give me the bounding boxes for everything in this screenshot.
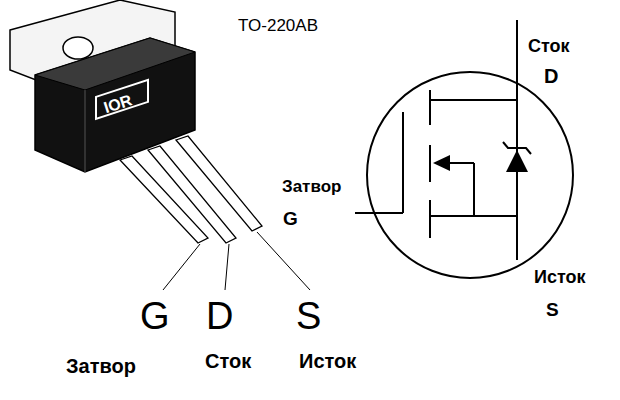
- terminal-name: Сток: [528, 37, 570, 55]
- logo-frame: [96, 80, 148, 119]
- gate-plate: [402, 112, 404, 213]
- source-lead: [176, 136, 262, 231]
- terminal-letter: G: [283, 209, 298, 228]
- leads: [120, 136, 262, 243]
- leader-lines: [163, 232, 310, 290]
- drain-source-wire: [516, 20, 518, 260]
- pin-letter: D: [206, 297, 233, 335]
- package-edge: [85, 90, 86, 172]
- pin-name: Исток: [299, 351, 356, 371]
- pin-name: Затвор: [66, 356, 136, 376]
- drain-connection: [430, 99, 517, 101]
- zener-triangle: [506, 150, 528, 172]
- channel-segment: [429, 145, 431, 182]
- pin-name: Сток: [205, 351, 251, 371]
- body-arrow: [433, 155, 450, 171]
- mounting-hole: [63, 37, 93, 59]
- package-top: [35, 38, 195, 90]
- symbol-circle: [367, 72, 573, 278]
- terminal-letter: D: [544, 66, 558, 86]
- leader-line: [163, 244, 200, 290]
- mosfet-symbol: [355, 20, 573, 278]
- gate-wire: [355, 212, 403, 214]
- pin-letter: S: [296, 297, 321, 335]
- leader-line: [225, 244, 229, 290]
- channel-segment: [429, 90, 431, 125]
- package-body: [35, 38, 195, 172]
- terminal-name: Исток: [534, 268, 586, 286]
- pin-letter: G: [140, 297, 170, 335]
- source-connection: [430, 215, 517, 217]
- body-connection: [473, 163, 475, 216]
- terminal-letter: S: [546, 300, 559, 319]
- package-name: TO-220AB: [238, 17, 318, 34]
- terminal-name: Затвор: [282, 178, 341, 195]
- channel-segment: [429, 200, 431, 238]
- leader-line: [257, 232, 310, 290]
